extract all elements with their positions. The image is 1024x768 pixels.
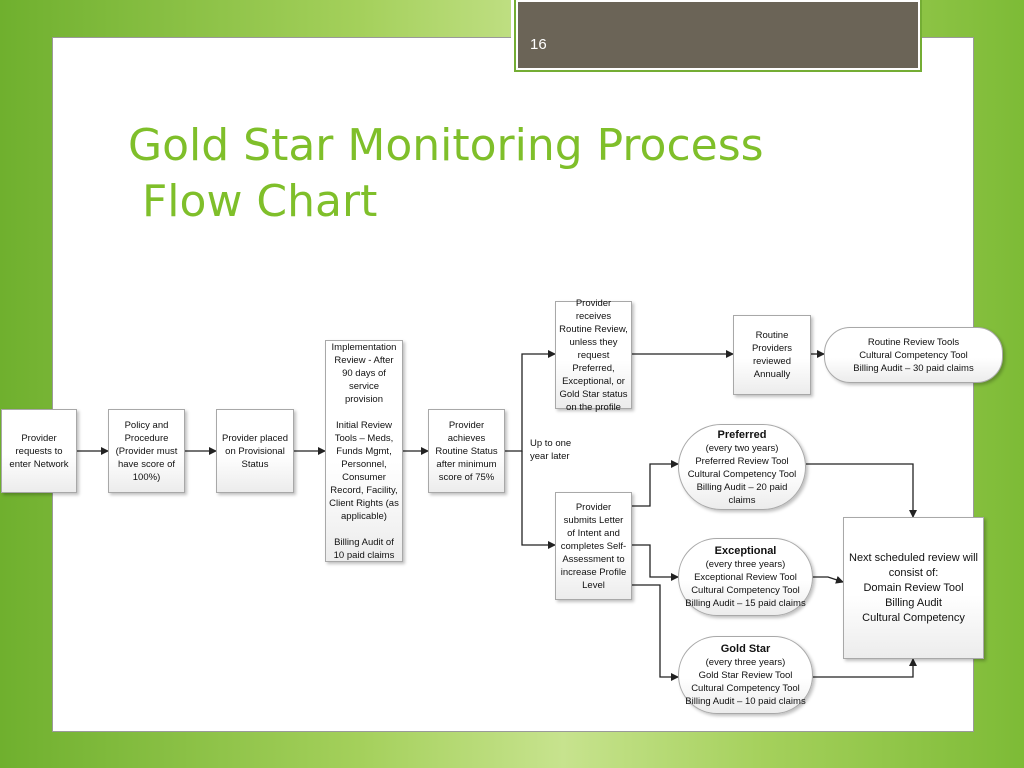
node-next-scheduled-review: Next scheduled review will consist of: D… xyxy=(843,517,984,659)
node-provider-requests: Provider requests to enter Network xyxy=(1,409,77,493)
node-preferred: Preferred (every two years) Preferred Re… xyxy=(678,424,806,510)
node-text: Provider requests to enter Network xyxy=(9,432,69,470)
node-provisional-status: Provider placed on Provisional Status xyxy=(216,409,294,493)
node-text: Provider receives Routine Review, unless… xyxy=(559,297,628,413)
slide-title: Gold Star Monitoring Process Flow Chart xyxy=(128,120,764,227)
node-routine-status: Provider achieves Routine Status after m… xyxy=(428,409,505,493)
page-number: 16 xyxy=(530,36,547,53)
node-text: Provider placed on Provisional Status xyxy=(221,432,288,470)
arrow-goldstar-n10 xyxy=(813,658,917,678)
node-text: Provider submits Letter of Intent and co… xyxy=(560,501,627,591)
node-text: Policy and Procedure (Provider must have… xyxy=(115,419,178,483)
node-text: Provider achieves Routine Status after m… xyxy=(435,419,498,483)
arrow-preferred-n10 xyxy=(806,463,917,518)
preferred-heading: Preferred xyxy=(717,428,767,441)
node-text: Routine Review Tools Cultural Competency… xyxy=(853,336,974,374)
exceptional-details: (every three years) Exceptional Review T… xyxy=(685,559,806,609)
page-number-frame xyxy=(511,0,922,74)
node-text: Next scheduled review will consist of: D… xyxy=(849,551,978,624)
node-routine-tools: Routine Review Tools Cultural Competency… xyxy=(824,327,1003,383)
gold-star-heading: Gold Star xyxy=(720,643,771,655)
gold-star-details: (every three years) Gold Star Review Too… xyxy=(685,657,806,707)
node-letter-of-intent: Provider submits Letter of Intent and co… xyxy=(555,492,632,600)
node-gold-star: Gold Star (every three years) Gold Star … xyxy=(678,636,813,714)
exceptional-heading: Exceptional xyxy=(714,545,777,557)
node-text: Implementation Review - After 90 days of… xyxy=(329,341,399,561)
preferred-details: (every two years) Preferred Review Tool … xyxy=(687,442,797,506)
arrow-n9-exceptional xyxy=(632,544,679,581)
node-routine-review: Provider receives Routine Review, unless… xyxy=(555,298,632,413)
node-exceptional: Exceptional (every three years) Exceptio… xyxy=(678,538,813,616)
arrow-n5-n6 xyxy=(505,350,556,452)
edge-label-up-to-one-year: Up to one year later xyxy=(530,438,572,462)
node-implementation-review: Implementation Review - After 90 days of… xyxy=(325,340,403,562)
arrow-n5-n9 xyxy=(521,451,556,549)
page-number-box xyxy=(514,0,922,72)
arrow-exceptional-n10 xyxy=(813,575,844,584)
node-policy-procedure: Policy and Procedure (Provider must have… xyxy=(108,409,185,493)
arrow-n9-preferred xyxy=(632,460,679,507)
arrow-n9-goldstar xyxy=(632,584,679,681)
node-text: Routine Providers reviewed Annually xyxy=(751,330,793,380)
node-routine-annually: Routine Providers reviewed Annually xyxy=(733,315,811,395)
slide-canvas xyxy=(52,37,974,732)
